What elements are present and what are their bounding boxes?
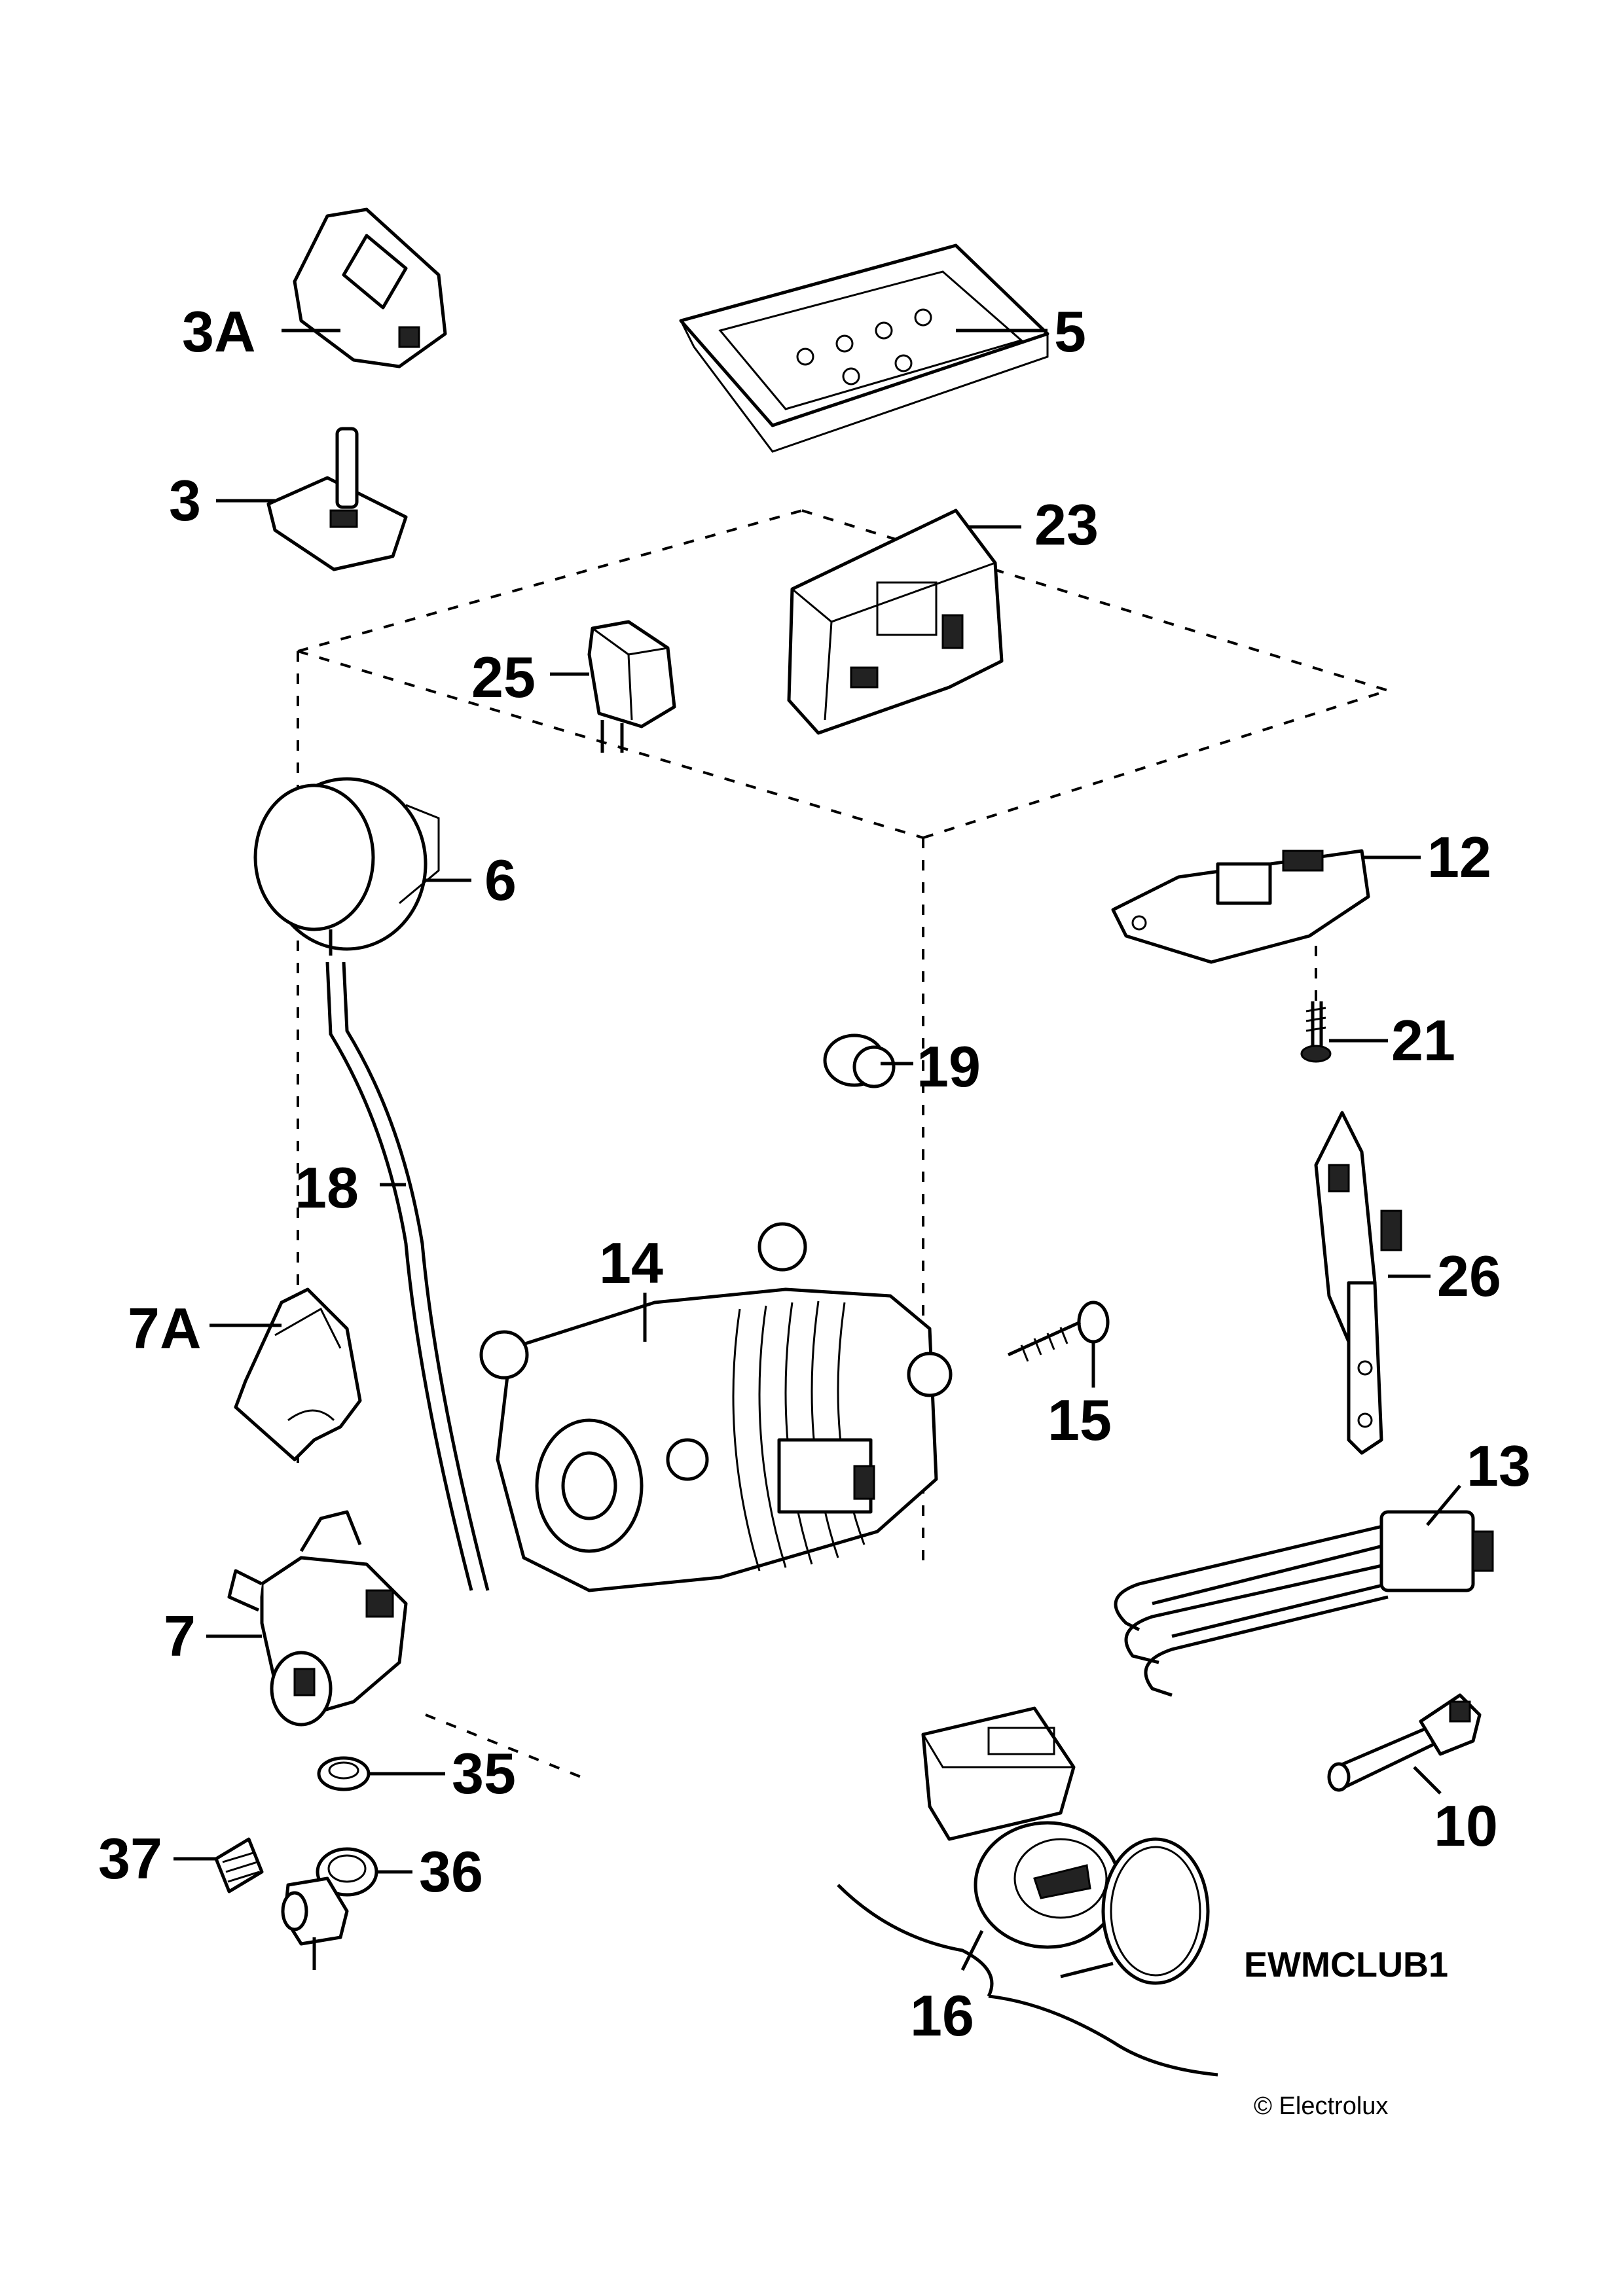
part-5-drawing (679, 243, 1049, 453)
callout-3: 3 (169, 468, 201, 533)
callout-21: 21 (1391, 1008, 1455, 1073)
part-21-drawing (1300, 946, 1332, 1063)
part-26-drawing (1314, 1111, 1402, 1455)
part-15-drawing (1007, 1300, 1110, 1362)
callout-19: 19 (917, 1034, 981, 1099)
callout-13: 13 (1467, 1433, 1531, 1498)
part-13-drawing (1114, 1510, 1494, 1697)
callout-16: 16 (910, 1983, 974, 2048)
part-23-drawing (787, 509, 1004, 735)
leader-lines (173, 329, 1461, 1979)
callout-37: 37 (98, 1826, 162, 1891)
callout-25: 25 (471, 645, 536, 709)
callout-5: 5 (1054, 299, 1086, 364)
callout-12: 12 (1427, 825, 1491, 889)
callout-15: 15 (1048, 1388, 1112, 1452)
part-12-drawing (1111, 849, 1370, 964)
part-14-drawing (479, 1222, 953, 1592)
model-code: EWMCLUB1 (1244, 1945, 1448, 1984)
part-16-drawing (837, 1706, 1218, 2077)
callout-26: 26 (1437, 1244, 1501, 1308)
callout-18: 18 (295, 1155, 359, 1220)
part-10-drawing (1327, 1693, 1482, 1792)
callout-14: 14 (599, 1230, 663, 1295)
callout-6: 6 (484, 848, 517, 912)
part-19-drawing (823, 1033, 896, 1088)
part-7-drawing (227, 1510, 408, 1727)
part-37-drawing (214, 1837, 264, 1893)
callout-36: 36 (419, 1839, 483, 1904)
part-35-drawing (317, 1756, 371, 1791)
part-3-drawing (266, 427, 408, 571)
callout-7a: 7A (128, 1296, 202, 1361)
part-18-drawing (325, 961, 490, 1591)
callout-7: 7 (164, 1604, 196, 1668)
part-25-drawing (587, 620, 676, 753)
callout-35: 35 (452, 1741, 516, 1806)
part-7a-drawing (234, 1287, 362, 1462)
copyright: © Electrolux (1254, 2092, 1388, 2120)
part-36-drawing (281, 1847, 378, 1970)
callout-23: 23 (1034, 492, 1099, 557)
part-3a-drawing (293, 207, 447, 368)
callout-3a: 3A (182, 299, 256, 364)
part-6-drawing (253, 777, 440, 956)
callout-10: 10 (1434, 1793, 1498, 1858)
